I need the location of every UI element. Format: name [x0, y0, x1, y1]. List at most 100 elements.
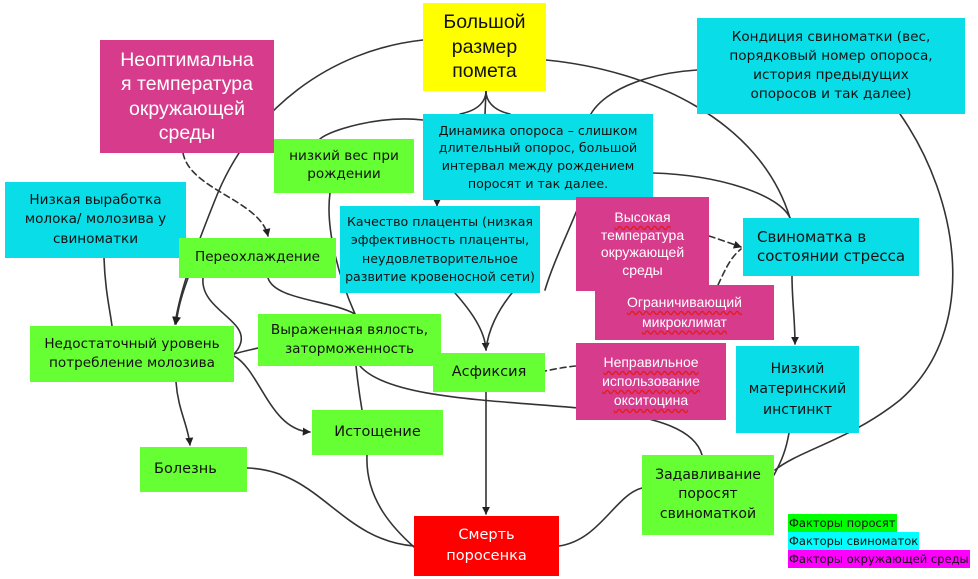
node-lethargy[interactable]: Выраженная вялость, заторможенность — [258, 314, 441, 366]
edge-restrict-to-stressed-sow — [717, 248, 742, 286]
node-text: Качество плаценты (низкая — [346, 214, 533, 229]
node-text: заторможенность — [284, 341, 415, 357]
node-text: история предыдущих — [753, 67, 909, 83]
node-text: порядковый номер опороса, — [729, 47, 933, 64]
node-text: Низкий — [770, 361, 825, 378]
node-text: Низкая выработка — [29, 192, 162, 209]
edge-farrowing-to-stressed-sow — [652, 172, 791, 219]
edge-big-litter-to-farrowing-b — [485, 90, 511, 115]
node-text: рождении — [307, 166, 381, 182]
edge-colostrum-to-disease — [175, 381, 194, 446]
edge-stressed-sow-to-maternal — [790, 275, 799, 345]
node-text: низкий вес при — [289, 148, 399, 165]
node-asphyxia[interactable]: Асфиксия — [433, 353, 545, 392]
node-text: развитие кровеносной сети) — [345, 268, 535, 284]
node-text: Высокая — [614, 209, 671, 225]
edge-hypothermia-to-lethargy — [267, 277, 356, 315]
edge-crushing-to-death — [558, 487, 643, 547]
edge-temp-bad-to-hypothermia — [182, 152, 271, 237]
node-text: Неоптимальна — [120, 48, 254, 71]
node-text: среды — [622, 261, 663, 278]
node-text: Болезнь — [154, 461, 217, 478]
node-text: состоянии стресса — [757, 247, 906, 265]
node-text: окружающей — [600, 244, 685, 260]
node-low-maternal-instinct[interactable]: Низкий материнский инстинкт — [736, 346, 859, 433]
node-restrictive-microclimate[interactable]: Ограничивающий микроклимат — [595, 285, 774, 340]
edge-low-milk-to-colostrum — [103, 257, 113, 327]
node-text: интервал между рождением — [441, 158, 635, 173]
node-text: Ограничивающий — [627, 293, 742, 310]
node-text: Задавливание — [655, 466, 761, 483]
edge-maternal-to-crushing — [773, 432, 790, 476]
edge-placenta-to-asphyxia-a — [454, 292, 490, 351]
node-sow-condition[interactable]: Кондиция свиноматки (вес,порядковый номе… — [697, 18, 965, 114]
legend-item-sow-factors: Факторы свиноматок — [788, 532, 920, 550]
node-placenta-quality[interactable]: Качество плаценты (низкая эффективность п… — [340, 206, 540, 293]
node-text: Истощение — [334, 424, 421, 441]
node-text: инстинкт — [763, 401, 832, 418]
node-text: Переохлаждение — [194, 249, 321, 266]
node-text: размер — [451, 35, 518, 58]
node-insufficient-colostrum[interactable]: Недостаточный уровень потребление молозив… — [30, 326, 234, 382]
node-text: микроклимат — [642, 313, 727, 330]
node-text: поросят и так далее. — [467, 175, 609, 191]
node-disease[interactable]: Болезнь — [140, 447, 247, 492]
node-text: неудовлетворительное — [362, 250, 518, 266]
node-text: окружающей — [128, 97, 246, 120]
node-text: окситоцина — [613, 391, 689, 408]
node-text: Выраженная вялость, — [270, 321, 429, 338]
node-farrowing-dynamics[interactable]: Динамика опороса – слишком длительный опо… — [423, 114, 653, 200]
node-text: Динамика опороса – слишком — [438, 122, 638, 138]
node-text: молока/ молозива у — [24, 211, 167, 228]
node-text: температура — [600, 226, 685, 243]
node-text: поросят — [678, 486, 738, 503]
edge-exhaustion-to-death — [366, 454, 415, 548]
edge-big-litter-to-farrowing-c — [484, 90, 487, 115]
node-hypothermia[interactable]: Переохлаждение — [179, 238, 336, 278]
node-text: помета — [452, 60, 517, 83]
legend-item-piglet-factors: Факторы поросят — [788, 514, 897, 532]
node-text: потребление молозива — [49, 355, 215, 371]
edge-placenta-to-asphyxia-b — [485, 292, 513, 351]
node-text: Асфиксия — [451, 364, 527, 381]
node-text: материнский — [748, 381, 847, 398]
legend-item-environment-factors: Факторы окружающей среды — [788, 550, 970, 568]
edge-lethargy-to-colostrum — [233, 347, 259, 355]
edge-hypothermia-to-colostrum-b — [202, 277, 243, 355]
node-text: опоросов и так далее) — [750, 86, 912, 103]
edge-big-litter-to-farrowing-a — [459, 90, 487, 115]
node-text: Большой — [443, 11, 526, 34]
edge-hypothermia-to-colostrum — [173, 277, 189, 325]
edge-oxytocin-to-asphyxia — [544, 365, 577, 372]
node-text: Недостаточный уровень — [44, 335, 220, 352]
legend: Факторы поросят Факторы свиноматок Факто… — [788, 514, 970, 568]
node-text: я температура — [121, 73, 253, 96]
edge-colostrum-to-exhaustion — [233, 355, 311, 436]
edge-sow-condition-to-crushing — [774, 113, 954, 471]
node-text: Свиноматка в — [757, 227, 867, 246]
node-low-milk-production[interactable]: Низкая выработка молока/ молозива у свином… — [5, 182, 186, 258]
node-text: эффективность плаценты, — [350, 232, 530, 248]
edge-big-litter-to-stressed-sow — [545, 59, 791, 219]
node-text: свиноматки — [52, 230, 139, 247]
node-exhaustion[interactable]: Истощение — [312, 410, 443, 455]
node-text: Смерть — [458, 526, 515, 543]
node-text: использование — [602, 373, 700, 390]
node-text: Неправильное — [603, 354, 699, 371]
node-piglet-death[interactable]: Смерть поросенка — [414, 516, 559, 576]
node-text: поросенка — [446, 548, 527, 564]
edge-disease-to-death — [246, 467, 415, 547]
node-text: длительный опорос, большой — [438, 140, 638, 156]
edge-lethargy-to-exhaustion — [355, 365, 363, 411]
edge-low-weight-link — [319, 118, 424, 140]
node-text: среды — [158, 121, 216, 144]
edge-high-temp-to-stressed-sow — [708, 235, 742, 249]
